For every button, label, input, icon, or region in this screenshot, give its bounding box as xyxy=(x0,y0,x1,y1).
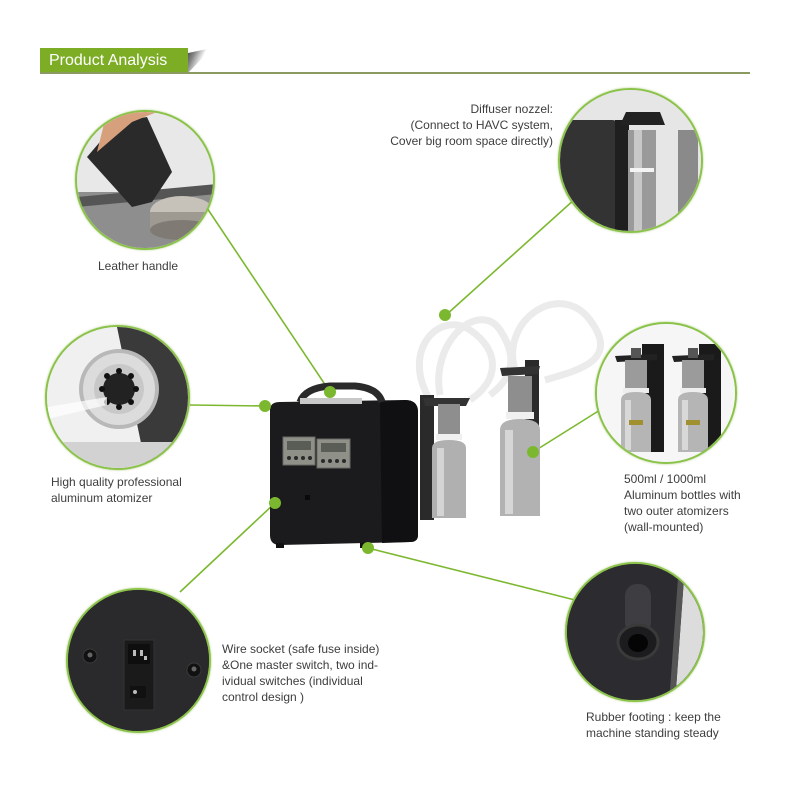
detail-bottles xyxy=(595,322,737,464)
marker-socket xyxy=(269,497,281,509)
caption-wire-socket: Wire socket (safe fuse inside) &One mast… xyxy=(222,642,380,704)
detail-rubber-footing xyxy=(565,562,705,702)
marker-nozzle xyxy=(439,309,451,321)
header-divider xyxy=(40,72,750,74)
marker-footing xyxy=(362,542,374,554)
marker-atomizer xyxy=(259,400,271,412)
detail-wire-socket xyxy=(66,588,211,733)
caption-leather-handle: Leather handle xyxy=(98,259,179,273)
section-title-shadow xyxy=(188,48,212,73)
detail-leather-handle xyxy=(75,110,215,250)
caption-atomizer: High quality professional aluminum atomi… xyxy=(51,475,182,505)
marker-handle xyxy=(324,386,336,398)
section-title: Product Analysis xyxy=(40,48,188,73)
marker-bottles xyxy=(527,446,539,458)
caption-rubber-footing: Rubber footing : keep the machine standi… xyxy=(586,710,721,740)
caption-diffuser-nozzle: Diffuser nozzel: (Connect to HAVC system… xyxy=(390,102,553,148)
caption-bottles: 500ml / 1000ml Aluminum bottles with two… xyxy=(624,472,741,534)
detail-atomizer xyxy=(45,325,190,470)
detail-diffuser-nozzle xyxy=(558,88,703,233)
